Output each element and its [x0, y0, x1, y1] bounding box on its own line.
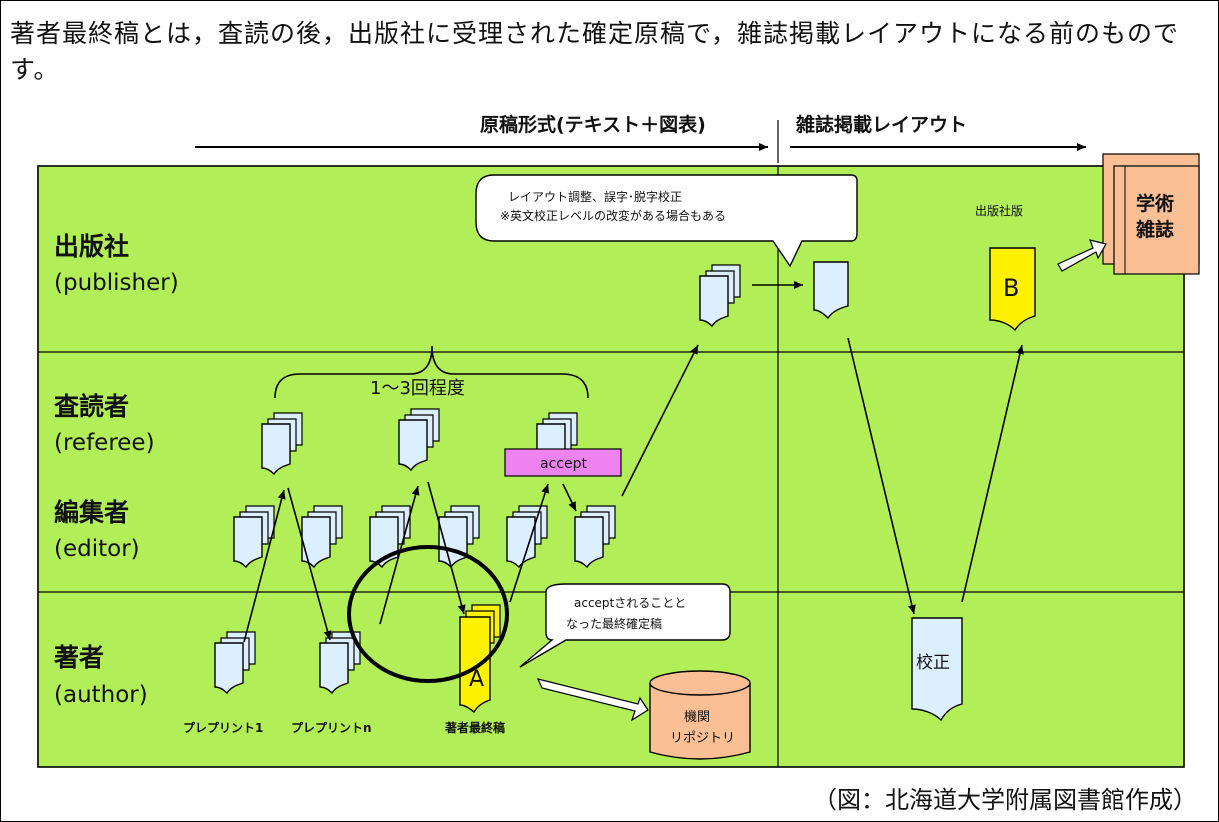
role-publisher-en: (publisher) — [54, 270, 179, 296]
proof-label: 校正 — [916, 653, 950, 673]
role-editor-ja: 編集者 — [54, 498, 129, 527]
manuscript-format-header: 原稿形式(テキスト＋図表) — [480, 113, 706, 136]
callout-layout-line2: ※英文校正レベルの改変がある場合もある — [500, 208, 726, 223]
accept-badge: accept — [504, 448, 622, 477]
figure-credit: （図：北海道大学附属図書館作成） — [813, 786, 1197, 814]
callout-accepted-final: acceptされることと なった最終確定稿 — [519, 583, 731, 668]
callout-accepted-line1: acceptされることと — [574, 596, 686, 610]
preprint-n-label: プレプリントn — [291, 720, 372, 735]
callout-layout-adjustment: レイアウト調整、誤字･脱字校正 ※英文校正レベルの改変がある場合もある — [475, 174, 858, 268]
publisher-version-label: 出版社版 — [975, 203, 1023, 218]
role-author-en: (author) — [54, 682, 148, 708]
callout-layout-line1: レイアウト調整、誤字･脱字校正 — [508, 189, 682, 204]
version-b-label: B — [1003, 274, 1019, 302]
repository-label-line2: リポジトリ — [670, 731, 735, 746]
journal-label-line2: 雑誌 — [1135, 218, 1174, 241]
timeline-header: 原稿形式(テキスト＋図表) 雑誌掲載レイアウト — [195, 113, 1086, 163]
journal-layout-header: 雑誌掲載レイアウト — [795, 113, 967, 136]
intro-text: 著者最終稿とは，査読の後，出版社に受理された確定原稿で，雑誌掲載レイアウトになる… — [10, 19, 1180, 84]
role-referee-ja: 査読者 — [54, 392, 129, 421]
to-journal-arrow — [1057, 239, 1107, 272]
journal-label-line1: 学術 — [1136, 192, 1174, 215]
accept-label: accept — [540, 456, 587, 472]
role-publisher-ja: 出版社 — [54, 232, 129, 261]
author-final-manuscript-a: A — [459, 604, 501, 714]
review-rounds-label: 1～3回程度 — [370, 378, 465, 399]
callout-accepted-line2: なった最終確定稿 — [566, 616, 662, 631]
role-referee-en: (referee) — [54, 430, 155, 456]
repository-label-line1: 機関 — [684, 710, 710, 725]
final-manuscript-label: 著者最終稿 — [444, 720, 505, 735]
publisher-version-b: B — [989, 247, 1036, 332]
review-rounds-brace: 1～3回程度 — [274, 345, 589, 399]
role-author-ja: 著者 — [54, 643, 104, 672]
role-labels: 出版社 (publisher) 査読者 (referee) 編集者 (edito… — [54, 232, 179, 708]
preprint-1-label: プレプリント1 — [183, 720, 263, 735]
version-a-label: A — [469, 667, 484, 692]
highlight-ellipse — [347, 545, 509, 683]
institutional-repository-icon: 機関 リポジトリ — [649, 670, 751, 760]
proof-document: 校正 — [911, 617, 963, 722]
to-repository-arrow — [536, 678, 649, 722]
academic-journal-icon: 学術 雑誌 — [1102, 153, 1200, 275]
role-editor-en: (editor) — [54, 536, 140, 562]
